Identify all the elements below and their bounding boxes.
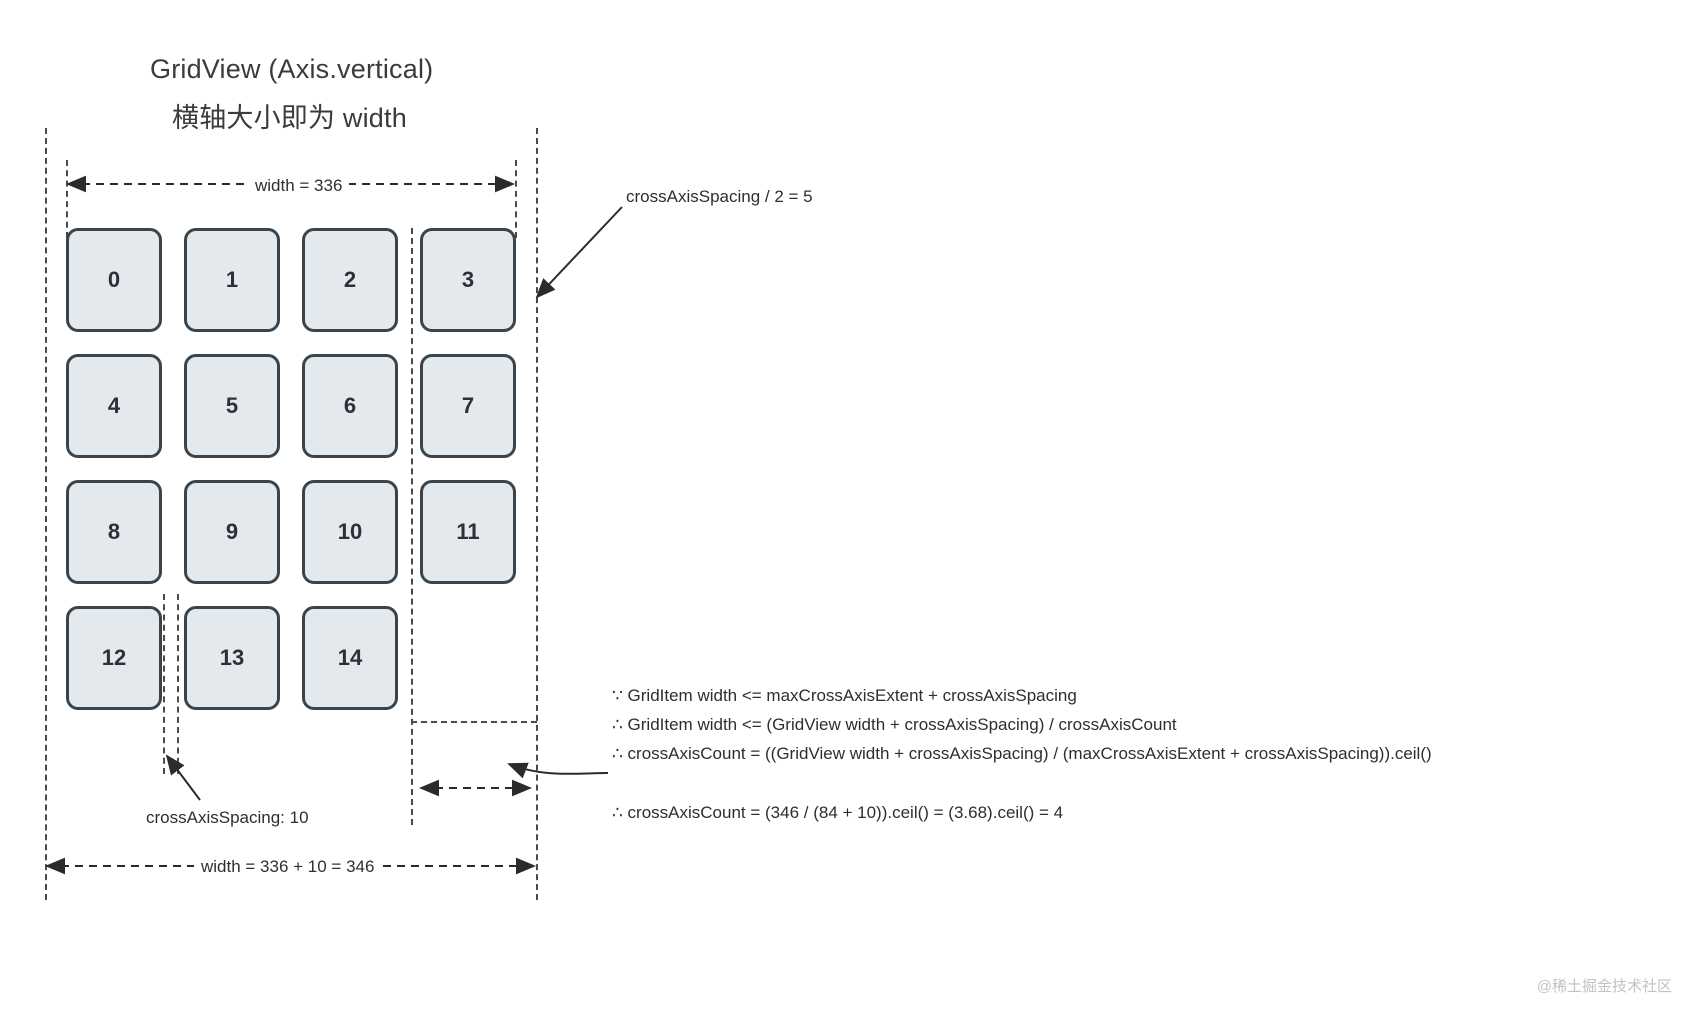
- grid-cell[interactable]: 4: [66, 354, 162, 458]
- page-title: GridView (Axis.vertical): [150, 54, 434, 84]
- column-guide-right: [411, 228, 413, 825]
- grid-cell-label: 7: [461, 393, 475, 418]
- grid-cell[interactable]: 9: [184, 480, 280, 584]
- inner-guide-right: [515, 160, 517, 238]
- grid-cell[interactable]: 2: [302, 228, 398, 332]
- grid-cell-label: 8: [107, 519, 121, 544]
- grid-row: 12 13 14: [66, 606, 538, 732]
- grid-cell-label: 9: [225, 519, 239, 544]
- grid-row: 8 9 10 11: [66, 480, 538, 606]
- grid-cell[interactable]: 1: [184, 228, 280, 332]
- formula-line: ∵ GridItem width <= maxCrossAxisExtent +…: [612, 686, 1077, 705]
- grid-row: 4 5 6 7: [66, 354, 538, 480]
- grid-cell[interactable]: 0: [66, 228, 162, 332]
- formula-block: ∵ GridItem width <= maxCrossAxisExtent +…: [612, 681, 1432, 827]
- grid-cell-label: 1: [225, 267, 239, 292]
- gridview: 0 1 2 3 4 5 6 7 8 9 10 11 12 13 14: [66, 228, 538, 732]
- formula-leader-curve: [507, 762, 609, 779]
- grid-cell[interactable]: 7: [420, 354, 516, 458]
- grid-cell[interactable]: 13: [184, 606, 280, 710]
- spacing-guide-left: [163, 594, 165, 774]
- spacing-guide-right: [177, 594, 179, 774]
- grid-cell[interactable]: 11: [420, 480, 516, 584]
- grid-cell[interactable]: 5: [184, 354, 280, 458]
- grid-cell-label: 12: [101, 645, 127, 670]
- cross-axis-spacing-half-label: crossAxisSpacing / 2 = 5: [626, 187, 813, 206]
- outer-guide-left: [45, 128, 47, 900]
- grid-cell[interactable]: 12: [66, 606, 162, 710]
- grid-cell[interactable]: 6: [302, 354, 398, 458]
- grid-cell[interactable]: 3: [420, 228, 516, 332]
- grid-cell-label: 4: [107, 393, 121, 418]
- inner-guide-left: [66, 160, 68, 238]
- grid-cell-label: 14: [337, 645, 363, 670]
- cross-axis-spacing-label: crossAxisSpacing: 10: [146, 808, 309, 827]
- grid-cell-label: 13: [219, 645, 245, 670]
- grid-cell-label: 5: [225, 393, 239, 418]
- page-subtitle: 横轴大小即为 width: [172, 103, 407, 133]
- grid-cell[interactable]: 10: [302, 480, 398, 584]
- grid-cell-label: 10: [337, 519, 363, 544]
- grid-bottom-guide: [411, 721, 537, 723]
- bottom-width-label: width = 336 + 10 = 346: [194, 857, 382, 877]
- grid-cell[interactable]: 8: [66, 480, 162, 584]
- grid-cell-label: 2: [343, 267, 357, 292]
- grid-cell-label: 3: [461, 267, 475, 292]
- formula-line: ∴ GridItem width <= (GridView width + cr…: [612, 715, 1177, 734]
- cross-axis-spacing-half-leader: [535, 206, 623, 299]
- grid-cell-label: 6: [343, 393, 357, 418]
- formula-line: ∴ crossAxisCount = (346 / (84 + 10)).cei…: [612, 803, 1064, 822]
- grid-row: 0 1 2 3: [66, 228, 538, 354]
- watermark: @稀土掘金技术社区: [1536, 978, 1672, 995]
- grid-cell-label: 11: [456, 519, 480, 544]
- outer-guide-right: [536, 128, 538, 900]
- grid-cell[interactable]: 14: [302, 606, 398, 710]
- formula-line: ∴ crossAxisCount = ((GridView width + cr…: [612, 744, 1432, 763]
- grid-cell-label: 0: [107, 267, 121, 292]
- top-width-label: width = 336: [248, 176, 350, 196]
- cross-axis-spacing-leader: [165, 754, 201, 801]
